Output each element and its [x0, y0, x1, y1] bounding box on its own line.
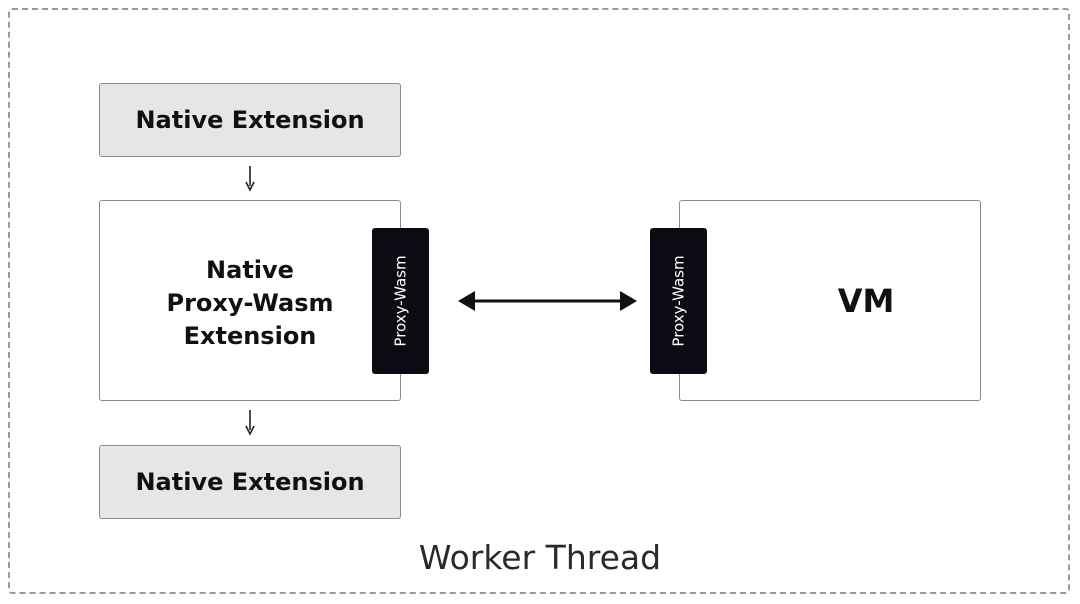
native-extension-bottom: Native Extension: [99, 445, 401, 519]
native-extension-top: Native Extension: [99, 83, 401, 157]
native-proxy-wasm-extension: Native Proxy-Wasm Extension: [99, 200, 401, 401]
proxy-wasm-tab-left: Proxy-Wasm: [372, 228, 429, 374]
proxy-wasm-tab-left-label: Proxy-Wasm: [391, 255, 410, 347]
double-headed-arrow-icon: [458, 291, 637, 311]
down-arrow-icon: [245, 166, 255, 192]
worker-thread-frame: [8, 8, 1070, 594]
native-extension-bottom-label: Native Extension: [135, 468, 365, 496]
proxy-wasm-tab-right-label: Proxy-Wasm: [669, 255, 688, 347]
native-proxy-wasm-extension-label: Native Proxy-Wasm Extension: [166, 256, 334, 350]
proxy-wasm-tab-right: Proxy-Wasm: [650, 228, 707, 374]
native-extension-top-label: Native Extension: [135, 106, 365, 134]
down-arrow-icon: [245, 410, 255, 436]
vm-box: VM: [679, 200, 981, 401]
vm-label: VM: [837, 281, 895, 320]
worker-thread-label: Worker Thread: [418, 538, 662, 577]
